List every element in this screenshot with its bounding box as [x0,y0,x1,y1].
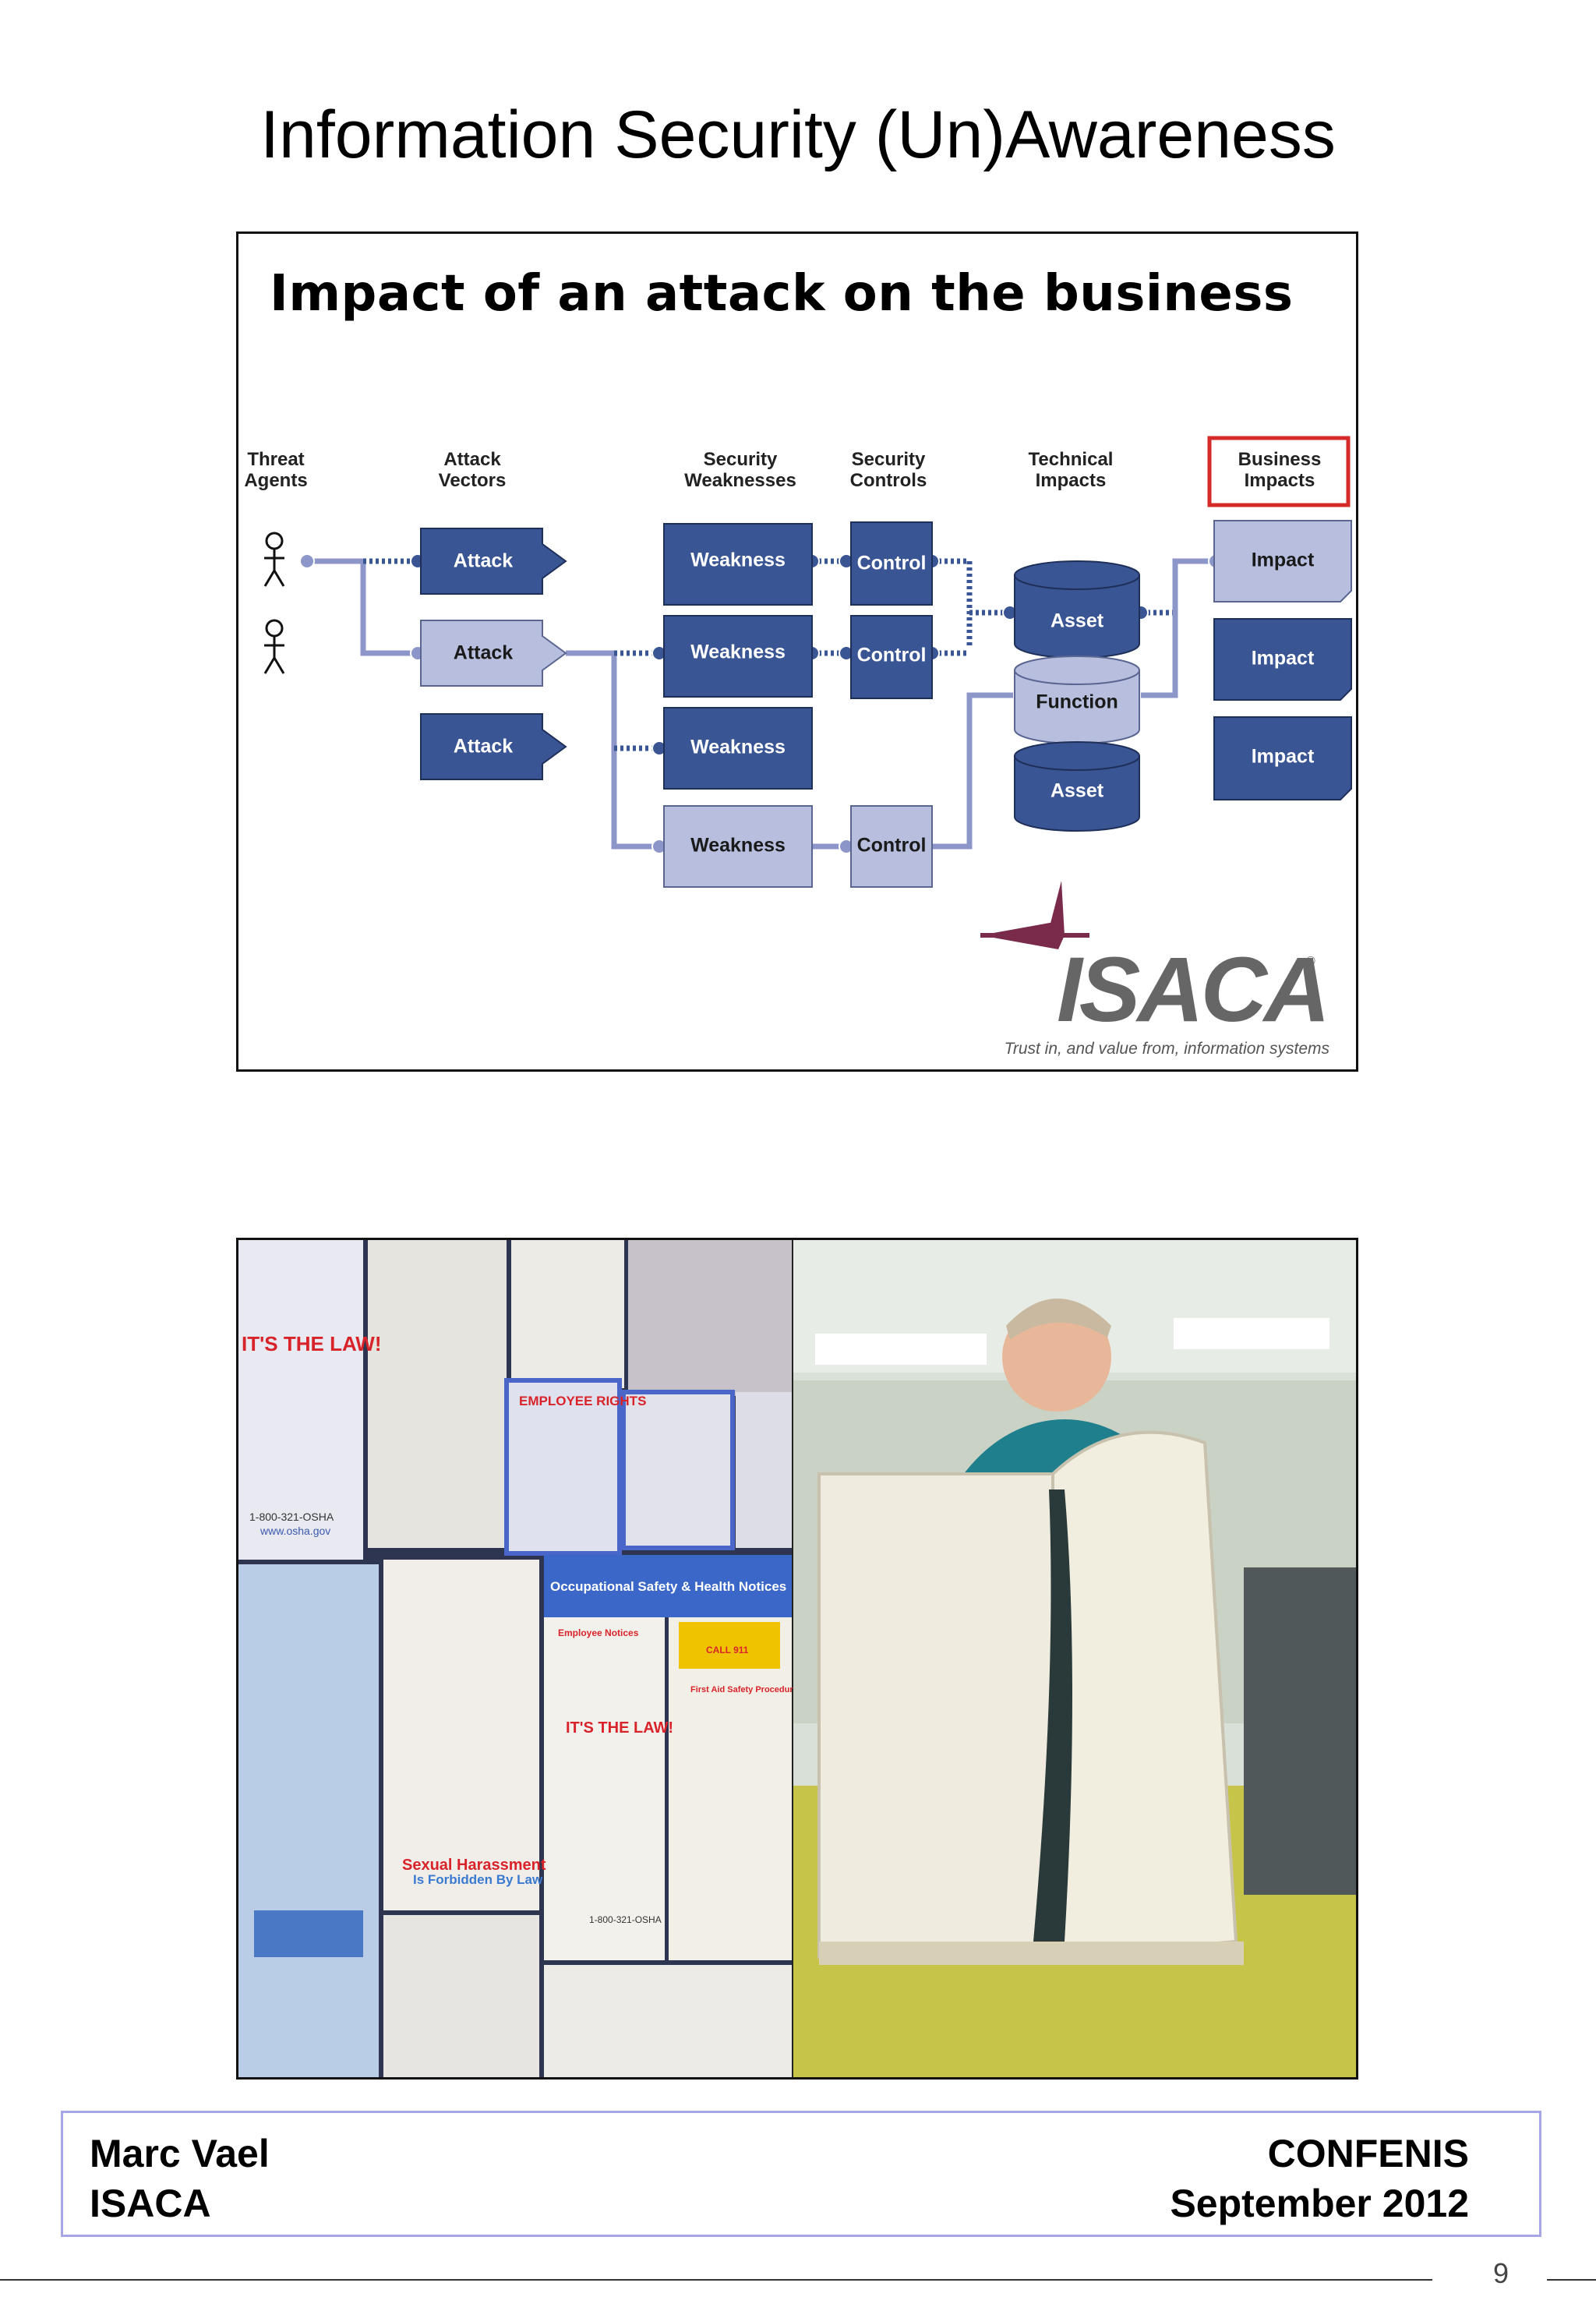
svg-text:IT'S THE LAW!: IT'S THE LAW! [242,1332,382,1355]
svg-text:Attack: Attack [454,550,514,572]
header-threat-agents-2: Agents [244,470,307,491]
impact-box-3: Impact [1213,716,1352,800]
svg-text:Business: Business [1238,449,1322,470]
impact-box-1: Impact [1213,520,1352,602]
svg-text:Weakness: Weakness [690,641,786,663]
attack-box-2: Attack [420,620,567,687]
svg-text:First Aid Safety Procedures: First Aid Safety Procedures [690,1685,803,1694]
svg-text:1-800-321-OSHA: 1-800-321-OSHA [249,1511,334,1523]
control-box-1: Control [850,521,933,606]
svg-text:Sexual Harassment: Sexual Harassment [402,1857,546,1874]
svg-text:Security: Security [704,449,778,470]
column-headers: Threat Agents Attack Vectors Security We… [244,436,1351,507]
footer-event-date: September 2012 [1170,2182,1469,2225]
header-business-impacts-1: Business [1238,449,1322,470]
compliance-posters-photo: IT'S THE LAW! EMPLOYEE RIGHTS 1-800-321-… [238,1240,803,2077]
photo-panel: IT'S THE LAW! EMPLOYEE RIGHTS 1-800-321-… [236,1238,1358,2080]
svg-text:CALL 911: CALL 911 [706,1645,749,1656]
weakness-box-4: Weakness [663,805,813,888]
weakness-box-3: Weakness [663,707,813,790]
svg-text:Agents: Agents [244,470,307,491]
header-attack-vectors-2: Vectors [439,470,507,491]
svg-text:EMPLOYEE RIGHTS: EMPLOYEE RIGHTS [519,1394,646,1408]
header-security-weaknesses-1: Security [704,449,778,470]
diagram-heading: Impact of an attack on the business [270,265,1294,323]
svg-text:Weaknesses: Weaknesses [684,470,796,491]
svg-text:Weakness: Weakness [690,737,786,758]
giant-book-photo [793,1240,1356,2077]
svg-text:IT'S THE LAW!: IT'S THE LAW! [566,1719,673,1737]
svg-text:Control: Control [857,645,927,666]
svg-text:®: ® [1306,955,1315,968]
footer-event-name: CONFENIS [1267,2132,1469,2175]
footer-box: Marc Vael ISACA CONFENIS September 2012 [61,2111,1541,2237]
svg-text:Attack: Attack [454,642,514,664]
asset-cylinder-bottom: Asset [1014,741,1140,832]
bottom-divider-right [1547,2279,1596,2281]
svg-text:www.osha.gov: www.osha.gov [260,1525,330,1537]
isaca-tagline: Trust in, and value from, information sy… [1005,1040,1330,1058]
bottom-divider-left [0,2279,1432,2281]
svg-text:Impact: Impact [1252,648,1315,670]
page-number: 9 [1492,2257,1509,2289]
weakness-box-2: Weakness [663,615,813,698]
threat-agent-icon-1 [263,532,285,587]
attack-impact-diagram: .hdr { font-family:"Liberation Sans", sa… [244,436,1352,1058]
svg-text:Weakness: Weakness [690,835,786,857]
isaca-wordmark: ISACA [1057,938,1327,1041]
svg-text:Impact: Impact [1252,746,1315,768]
slide-title: Information Security (Un)Awareness [260,97,1336,172]
footer-author: Marc Vael ISACA [90,2129,270,2228]
svg-text:Weakness: Weakness [690,549,786,571]
svg-text:Employee Notices: Employee Notices [558,1627,639,1638]
attack-box-1: Attack [420,528,567,595]
svg-text:Attack: Attack [443,449,501,470]
photo-collage: IT'S THE LAW! EMPLOYEE RIGHTS 1-800-321-… [238,1240,1356,2077]
svg-text:Impacts: Impacts [1245,470,1315,491]
svg-text:Threat: Threat [247,449,304,470]
svg-text:Asset: Asset [1050,780,1104,802]
footer-author-name: Marc Vael [90,2132,270,2175]
svg-text:Impact: Impact [1252,549,1315,571]
svg-text:Technical: Technical [1029,449,1114,470]
diagram-panel: .hdr { font-family:"Liberation Sans", sa… [236,231,1358,1072]
header-security-weaknesses-2: Weaknesses [684,470,796,491]
header-threat-agents-1: Threat [247,449,304,470]
header-security-controls-2: Controls [850,470,927,491]
business-impacts-highlight [1207,436,1351,507]
footer-organization: ISACA [90,2182,211,2225]
impact-box-2: Impact [1213,618,1352,701]
attack-box-3: Attack [420,713,567,780]
control-box-3: Control [850,805,933,888]
svg-text:Occupational Safety & Health N: Occupational Safety & Health Notices [550,1579,786,1594]
asset-cylinder-top: Asset [1014,560,1140,659]
svg-text:Function: Function [1036,691,1118,713]
svg-text:Asset: Asset [1050,610,1104,632]
header-business-impacts-2: Impacts [1245,470,1315,491]
header-attack-vectors-1: Attack [443,449,501,470]
svg-text:Vectors: Vectors [439,470,507,491]
weakness-box-1: Weakness [663,523,813,606]
svg-text:Attack: Attack [454,736,514,758]
isaca-cross-icon [980,881,1065,949]
svg-text:Impacts: Impacts [1036,470,1107,491]
header-technical-impacts-2: Impacts [1036,470,1107,491]
footer-event: CONFENIS September 2012 [1170,2129,1469,2228]
threat-agent-icon-2 [263,619,285,674]
header-technical-impacts-1: Technical [1029,449,1114,470]
svg-text:Controls: Controls [850,470,927,491]
svg-text:Control: Control [857,553,927,574]
svg-text:Security: Security [852,449,926,470]
svg-text:1-800-321-OSHA: 1-800-321-OSHA [589,1914,662,1925]
header-security-controls-1: Security [852,449,926,470]
svg-text:Is Forbidden By Law: Is Forbidden By Law [413,1872,543,1887]
function-cylinder: Function [1014,655,1140,744]
isaca-logo: ISACA ® Trust in, and value from, inform… [980,881,1330,1058]
control-box-2: Control [850,615,933,699]
svg-text:Control: Control [857,835,927,857]
